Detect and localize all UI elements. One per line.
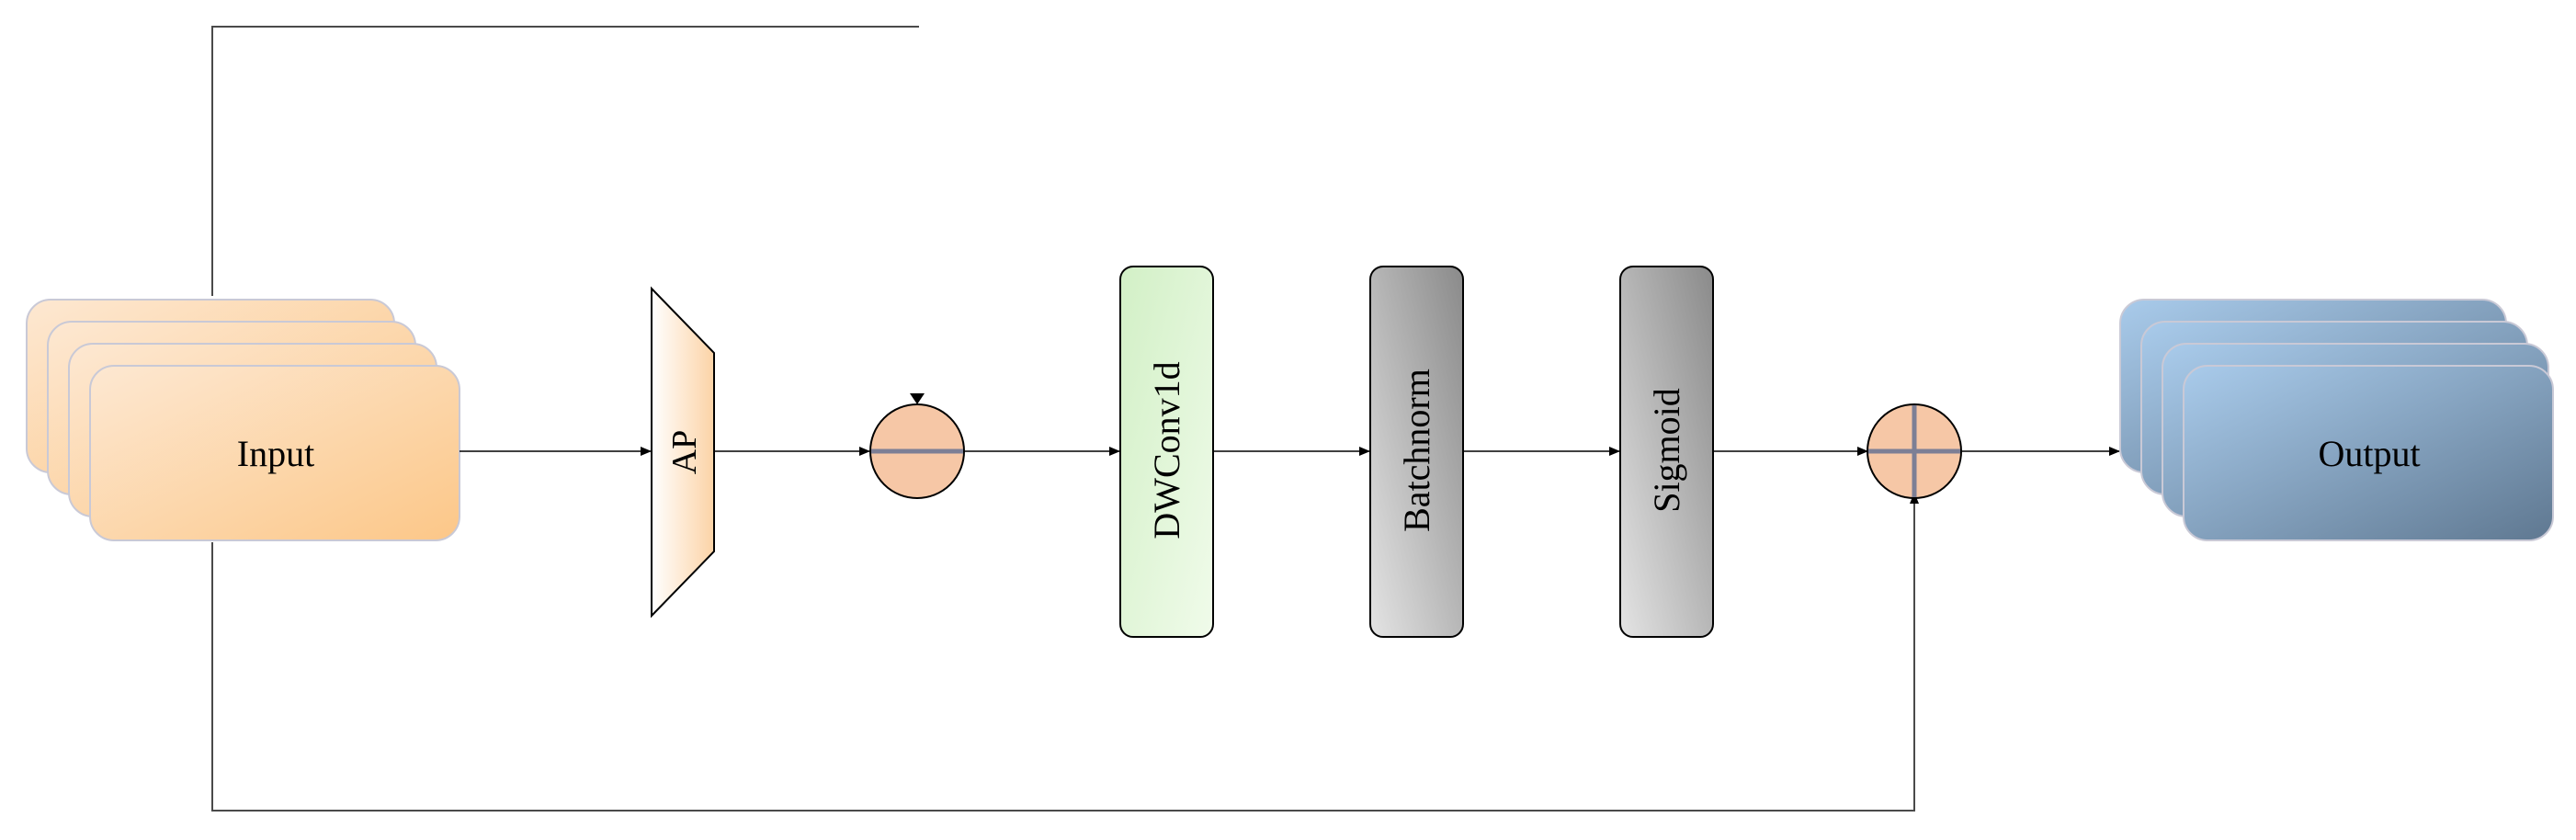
sigmoid-label: Sigmoid	[1646, 388, 1687, 513]
output-block	[2183, 365, 2554, 541]
batchnorm-label: Batchnorm	[1396, 369, 1437, 532]
ap-label: AP	[665, 429, 704, 475]
top-skip-line	[211, 26, 919, 296]
ap-block	[651, 286, 715, 619]
split-circle-icon	[869, 393, 965, 499]
input-label: Input	[236, 433, 315, 474]
input-stack	[26, 299, 460, 541]
dwconv-label: DWConv1d	[1146, 361, 1187, 539]
output-label: Output	[2318, 433, 2421, 474]
circle-plus-icon	[1867, 403, 1962, 499]
output-stack	[2119, 299, 2554, 541]
input-block	[89, 365, 460, 541]
bottom-skip-line	[211, 493, 1919, 812]
